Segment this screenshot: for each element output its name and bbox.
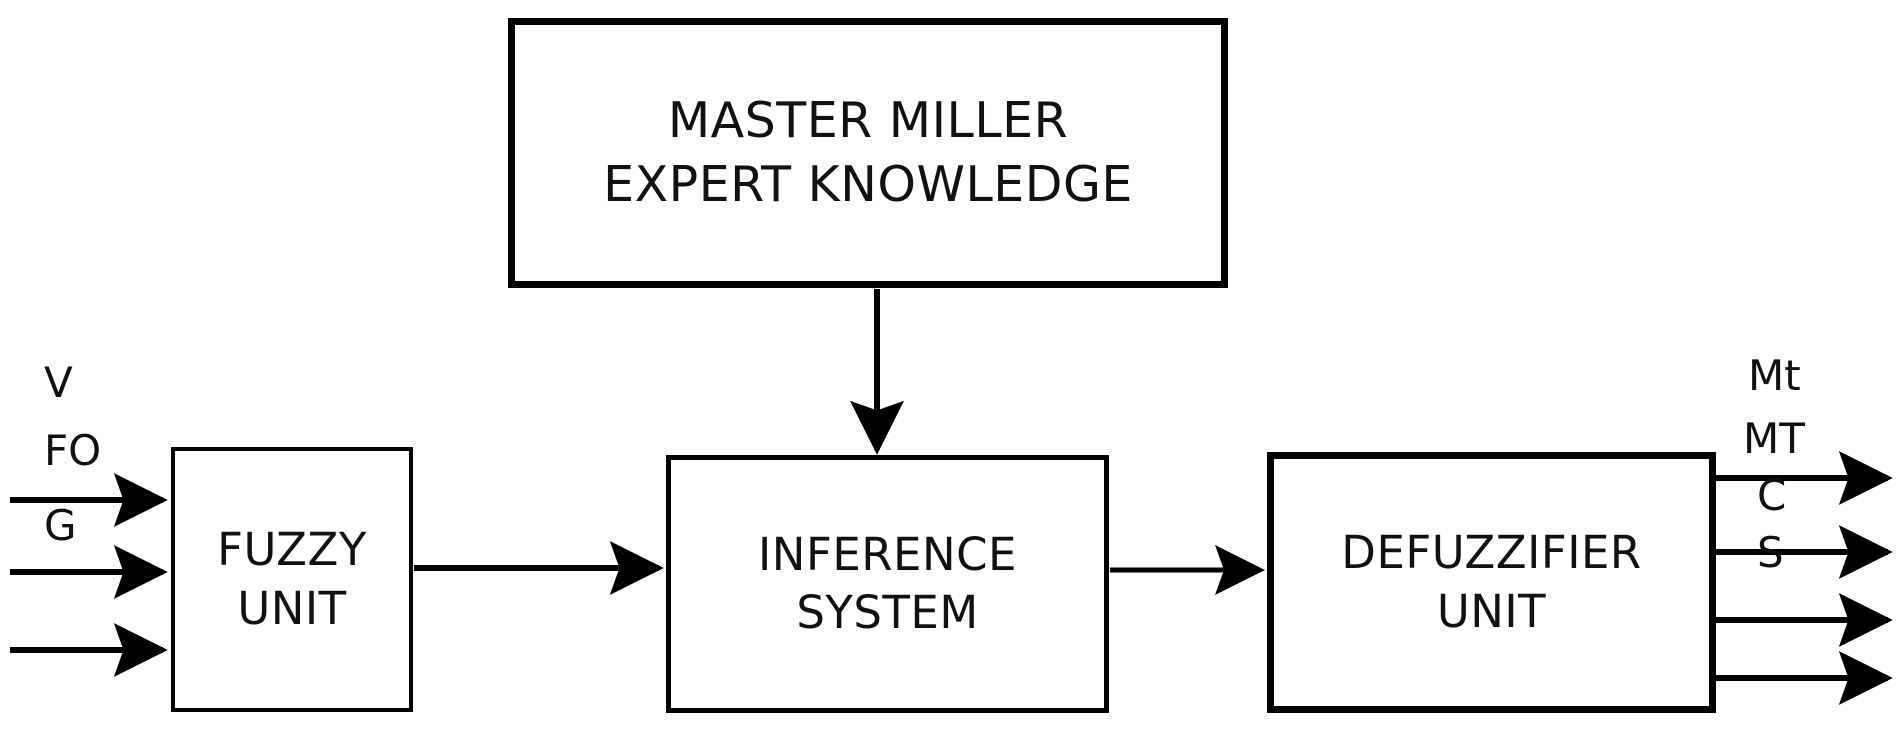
block-master-miller-expert-knowledge: MASTER MILLER EXPERT KNOWLEDGE	[508, 18, 1228, 288]
block-inference-system-line-2: SYSTEM	[796, 586, 979, 639]
block-fuzzy-unit-line-1: FUZZY	[217, 523, 367, 576]
input-label-v: V	[44, 358, 73, 407]
block-defuzzifier-unit-line-2: UNIT	[1436, 584, 1547, 638]
block-master-miller-line-2: EXPERT KNOWLEDGE	[603, 156, 1133, 213]
input-label-fo: FO	[44, 426, 102, 475]
output-label-mt-lower: Mt	[1748, 351, 1801, 400]
output-label-mt-upper: MT	[1743, 414, 1805, 463]
block-fuzzy-unit: FUZZY UNIT	[171, 447, 413, 712]
block-defuzzifier-unit: DEFUZZIFIER UNIT	[1267, 452, 1716, 713]
block-master-miller-line-1: MASTER MILLER	[667, 92, 1069, 150]
block-fuzzy-unit-line-2: UNIT	[237, 581, 347, 635]
output-label-s: S	[1757, 528, 1784, 577]
output-label-c: C	[1757, 471, 1787, 520]
input-label-g: G	[44, 501, 77, 550]
block-defuzzifier-unit-line-1: DEFUZZIFIER	[1341, 526, 1642, 579]
block-inference-system-line-1: INFERENCE	[758, 527, 1017, 581]
block-inference-system: INFERENCE SYSTEM	[666, 455, 1109, 713]
